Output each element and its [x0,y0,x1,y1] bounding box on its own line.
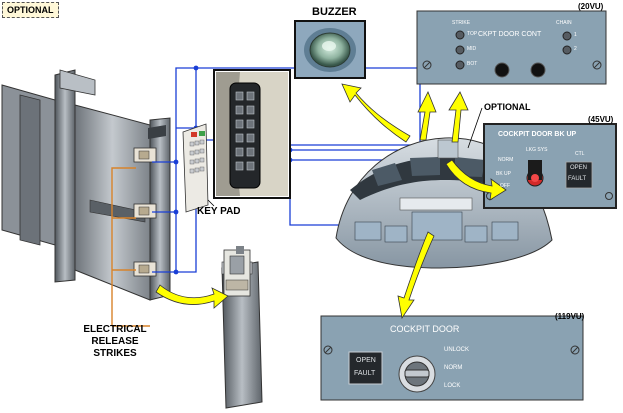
panel-45vu-title: COCKPIT DOOR BK UP [498,131,577,138]
strike-label-line-2: RELEASE [91,336,139,347]
optional-label: OPTIONAL [484,102,531,112]
strike-closeup [221,246,263,409]
electrical-release-strikes [133,147,157,277]
keypad-closeup [213,69,291,199]
strike-label-line-3: STRIKES [93,348,137,359]
panel-119vu-pos-norm: NORM [444,365,463,371]
panel-20vu-chain-1: 1 [574,32,577,38]
panel-20vu-strike-top: TOP [467,31,478,37]
panel-20vu-chain-2: 2 [574,46,577,52]
panel-20vu-chain-header: CHAIN [556,20,572,26]
callout-arrows [155,83,507,320]
panel-45vu-id: (45VU) [588,115,614,124]
buzzer-closeup [294,20,366,79]
panel-45vu-ctl: CTL [575,151,585,157]
panel-45vu-pos-norm: NORM [498,157,514,163]
panel-119vu-indicator-fault: FAULT [354,370,376,377]
panel-119vu-id: (119VU) [555,312,585,321]
panel-20vu-title: CKPT DOOR CONT [478,31,542,38]
panel-119vu-title: COCKPIT DOOR [390,324,460,334]
keypad-leader [207,199,215,207]
panel-45vu [483,123,617,209]
panel-45vu-switch-label: LKG SYS [526,147,548,153]
panel-45vu-pos-bkup: BK UP [496,171,512,177]
panel-119vu-pos-unlock: UNLOCK [444,347,470,353]
strike-label-line-1: ELECTRICAL [83,324,147,335]
key-pad-label: KEY PAD [197,206,241,217]
panel-45vu-pos-off: OFF [500,183,510,189]
panel-20vu-strike-header: STRIKE [452,20,471,26]
panel-20vu-strike-mid: MID [467,46,477,52]
keypad-unit [182,123,209,213]
cockpit-door-structure [1,69,171,301]
panel-45vu-indicator-fault: FAULT [568,176,587,182]
panel-119vu [320,315,584,401]
optional-tag: OPTIONAL [2,2,59,18]
strike-leader-lines [111,167,150,327]
optional-leader [467,107,483,149]
electrical-release-strikes-label: ELECTRICAL RELEASE STRIKES [80,324,150,360]
panel-119vu-pos-lock: LOCK [444,383,461,389]
panel-20vu [416,10,607,85]
panel-20vu-id: (20VU) [578,2,604,11]
panel-20vu-strike-bot: BOT [467,61,478,67]
panel-45vu-indicator-open: OPEN [570,165,588,171]
buzzer-label: BUZZER [312,6,357,18]
panel-119vu-indicator-open: OPEN [356,357,376,364]
